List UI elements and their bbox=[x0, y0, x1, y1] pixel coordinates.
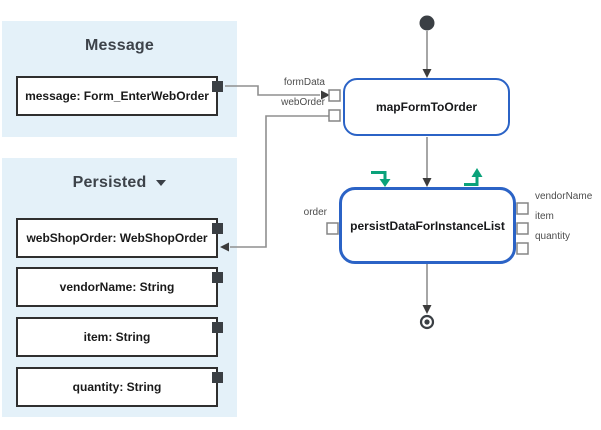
field-item-label: item: String bbox=[83, 330, 151, 344]
message-panel-title: Message bbox=[85, 37, 154, 54]
arrowhead-icon bbox=[422, 69, 432, 78]
output-port-item[interactable] bbox=[516, 222, 529, 235]
task-mapFormToOrder[interactable]: mapFormToOrder bbox=[343, 78, 510, 136]
end-event-node[interactable] bbox=[419, 314, 435, 330]
arrowhead-icon bbox=[422, 178, 432, 187]
connector-port-icon[interactable] bbox=[212, 322, 223, 333]
port-label-webOrder: webOrder bbox=[281, 97, 325, 108]
field-vendorName[interactable]: vendorName: String bbox=[16, 267, 223, 307]
output-port-webOrder[interactable] bbox=[328, 109, 341, 122]
task-persistDataForInstanceList-label: persistDataForInstanceList bbox=[350, 218, 505, 233]
field-message[interactable]: message: Form_EnterWebOrder bbox=[16, 76, 223, 116]
connector-port-icon[interactable] bbox=[212, 372, 223, 383]
arrowhead-icon bbox=[422, 305, 432, 314]
chevron-down-icon[interactable] bbox=[156, 180, 167, 186]
port-label-vendorName: vendorName bbox=[535, 191, 593, 202]
field-vendorName-label: vendorName: String bbox=[59, 280, 175, 294]
connector-port-icon[interactable] bbox=[212, 223, 223, 234]
persisted-panel-title: Persisted bbox=[72, 174, 147, 191]
input-port-order[interactable] bbox=[326, 222, 339, 235]
field-quantity[interactable]: quantity: String bbox=[16, 367, 223, 407]
connector-port-icon[interactable] bbox=[212, 81, 223, 92]
output-port-vendorName[interactable] bbox=[516, 202, 529, 215]
persisted-panel: Persisted webShopOrder: WebShopOrder ven… bbox=[2, 158, 237, 417]
persisted-panel-header[interactable]: Persisted bbox=[2, 173, 237, 193]
field-webShopOrder-label: webShopOrder: WebShopOrder bbox=[26, 231, 208, 245]
port-label-quantity: quantity bbox=[535, 231, 571, 242]
task-mapFormToOrder-label: mapFormToOrder bbox=[375, 100, 478, 114]
message-panel-header: Message bbox=[2, 36, 237, 56]
field-quantity-label: quantity: String bbox=[72, 380, 162, 394]
port-label-formData: formData bbox=[283, 77, 325, 88]
end-event-dot-icon bbox=[424, 319, 430, 325]
connector-port-icon[interactable] bbox=[212, 272, 223, 283]
field-message-label: message: Form_EnterWebOrder bbox=[25, 89, 209, 103]
input-mapping-icon[interactable] bbox=[371, 171, 391, 188]
field-item[interactable]: item: String bbox=[16, 317, 223, 357]
message-panel: Message message: Form_EnterWebOrder bbox=[2, 21, 237, 137]
port-label-order: order bbox=[303, 207, 327, 218]
port-label-item: item bbox=[535, 211, 554, 222]
mapping-connector-webOrder-to-webShopOrder[interactable] bbox=[230, 115, 329, 248]
task-persistDataForInstanceList[interactable]: persistDataForInstanceList bbox=[339, 187, 516, 264]
field-webShopOrder[interactable]: webShopOrder: WebShopOrder bbox=[16, 218, 223, 258]
output-mapping-icon[interactable] bbox=[464, 168, 483, 186]
start-event-node[interactable] bbox=[419, 15, 435, 31]
input-port-formData[interactable] bbox=[328, 89, 341, 102]
output-port-quantity[interactable] bbox=[516, 242, 529, 255]
